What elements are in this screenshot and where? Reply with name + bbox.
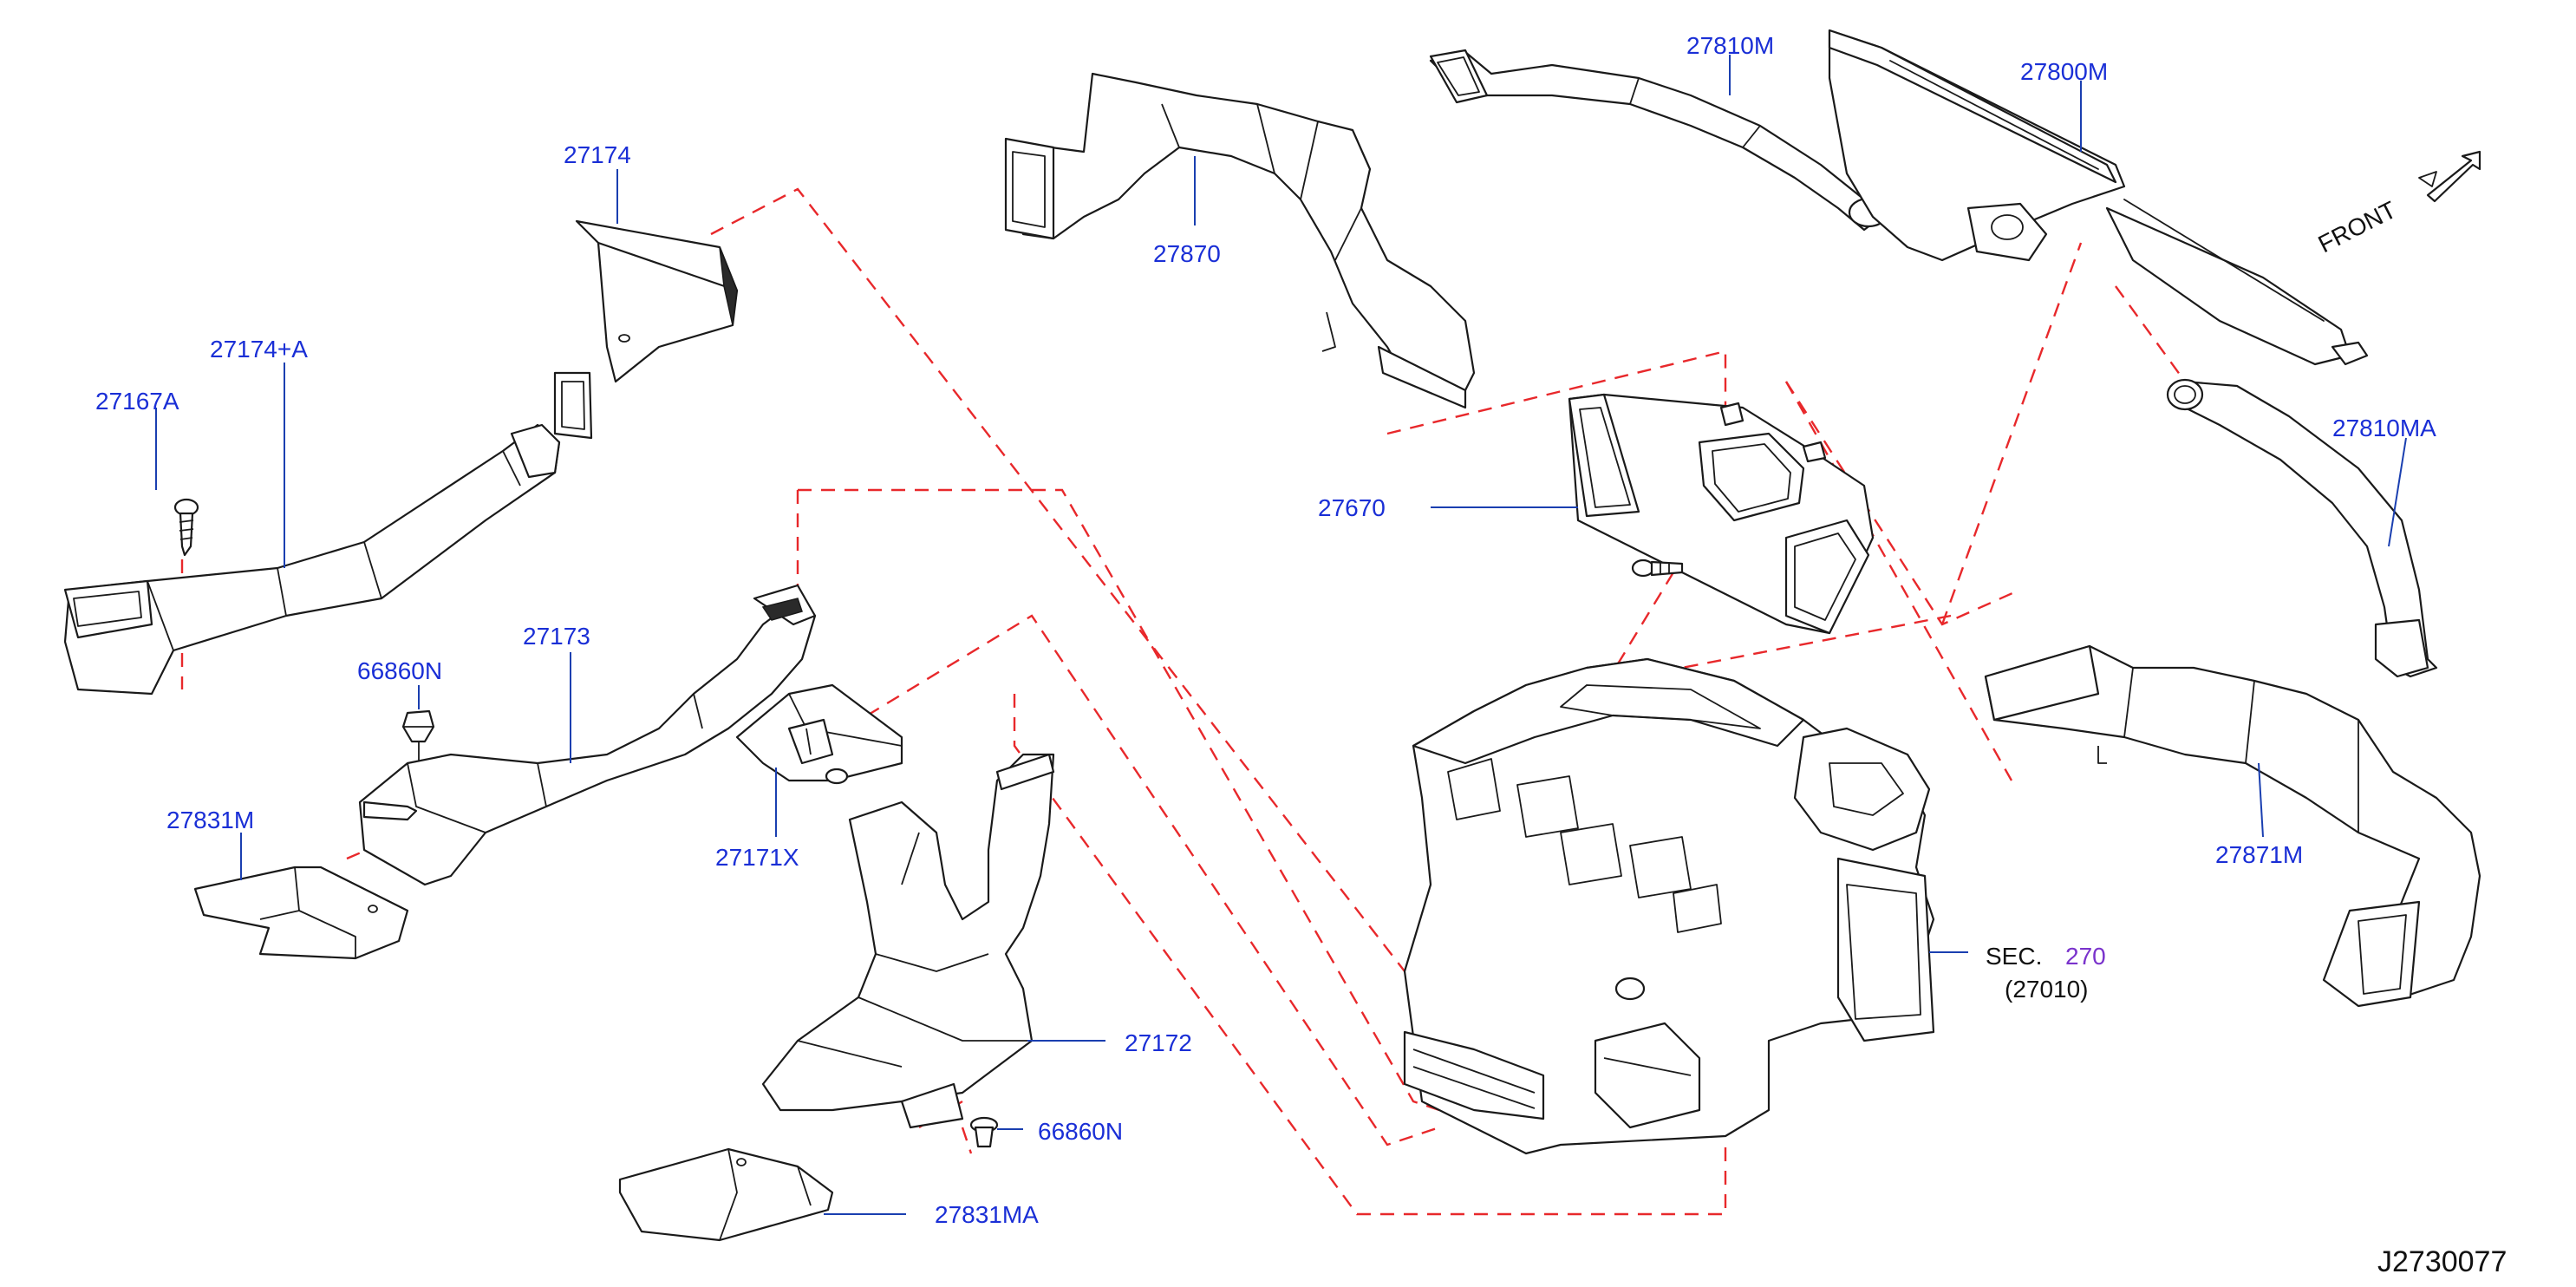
diagram-id: J2730077 bbox=[2377, 1245, 2507, 1278]
label-27871m: 27871M bbox=[2215, 841, 2303, 868]
label-27810m: 27810M bbox=[1686, 32, 1774, 59]
part-27810m-duct bbox=[1429, 49, 1889, 232]
part-27172-duct bbox=[761, 753, 1055, 1129]
part-27173-duct bbox=[358, 584, 817, 886]
label-27172: 27172 bbox=[1125, 1029, 1192, 1056]
label-27870: 27870 bbox=[1153, 240, 1221, 267]
label-27167a: 27167A bbox=[95, 388, 179, 415]
label-27171x: 27171X bbox=[715, 844, 799, 871]
label-27670: 27670 bbox=[1318, 494, 1386, 521]
assembly-dashed-lines bbox=[180, 177, 2186, 1216]
part-27174-a-duct bbox=[63, 423, 561, 696]
part-27167a-screw bbox=[173, 498, 199, 557]
part-27831m-plate bbox=[193, 866, 409, 960]
part-27800m-duct bbox=[1828, 29, 2369, 366]
part-27831ma-plate bbox=[618, 1147, 834, 1242]
part-66860n-clip-lower bbox=[969, 1116, 999, 1148]
label-sec-number: 270 bbox=[2065, 943, 2106, 970]
screw-27670 bbox=[1631, 559, 1684, 578]
label-27173: 27173 bbox=[523, 623, 590, 650]
label-27800m: 27800M bbox=[2020, 58, 2108, 85]
part-27810ma-duct bbox=[2166, 378, 2438, 678]
part-heater-unit bbox=[1403, 657, 1935, 1155]
part-27871m-duct bbox=[1984, 644, 2481, 1008]
label-66860n-lower: 66860N bbox=[1038, 1118, 1123, 1145]
part-66860n-clip-upper bbox=[401, 709, 435, 761]
front-arrow-icon bbox=[2418, 150, 2481, 203]
label-sec-sub: (27010) bbox=[2005, 976, 2089, 1003]
label-27831ma: 27831MA bbox=[935, 1201, 1039, 1228]
part-27174-duct bbox=[553, 219, 739, 440]
label-27810ma: 27810MA bbox=[2332, 415, 2436, 441]
label-27174-a: 27174+A bbox=[210, 336, 308, 363]
part-27870-duct bbox=[1004, 72, 1476, 409]
label-front: FRONT bbox=[2314, 196, 2401, 258]
leader-lines bbox=[155, 55, 2407, 1215]
label-27174: 27174 bbox=[564, 141, 631, 168]
label-27831m: 27831M bbox=[166, 807, 254, 833]
part-27670-box bbox=[1568, 393, 1875, 635]
label-66860n-upper: 66860N bbox=[357, 657, 442, 684]
label-sec-prefix: SEC. bbox=[1986, 943, 2042, 970]
part-27171x-connector bbox=[735, 683, 903, 785]
